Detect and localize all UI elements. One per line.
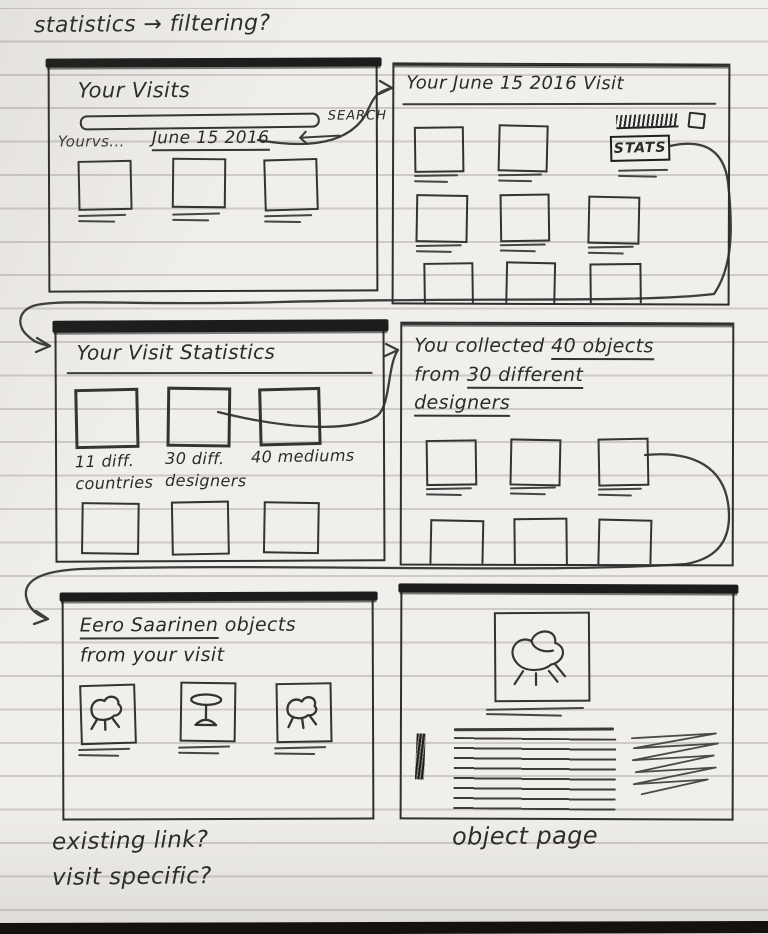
heading-text: from	[414, 363, 461, 386]
scribble-text-block	[630, 732, 719, 796]
thumbnail[interactable]	[597, 437, 650, 487]
object-thumbnail[interactable]	[275, 682, 333, 744]
thumbnail[interactable]	[170, 500, 230, 556]
panel-header-bar	[59, 591, 378, 602]
wireframe-panel-saarinen: Eero Saarinen objects from your visit	[59, 591, 378, 821]
caption-lines	[498, 174, 542, 184]
stat-image-box	[74, 387, 140, 450]
heading-underlined: 40 objects	[551, 334, 654, 361]
panel-header-bar	[398, 583, 739, 594]
stat-caption: 30 diff. designers	[165, 448, 247, 493]
stat-caption: 40 mediums	[251, 445, 355, 469]
search-button-label[interactable]: SEARCH	[327, 108, 388, 124]
stats-button[interactable]: STATS	[609, 134, 671, 162]
panel-header-bar	[45, 57, 382, 68]
thumbnail[interactable]	[499, 193, 551, 243]
checkbox-sketch[interactable]	[687, 111, 707, 130]
title-rule	[402, 102, 717, 106]
stat-image-box	[258, 386, 322, 447]
caption-lines	[416, 244, 462, 254]
thumbnail[interactable]	[509, 438, 562, 487]
heading-text: You collected	[414, 334, 545, 357]
tulip-table-icon	[190, 693, 223, 727]
sketch-note-visit-specific: visit specific?	[51, 863, 212, 891]
visit-date-link[interactable]: June 15 2016	[151, 127, 270, 152]
text-lines-sketch	[453, 737, 617, 811]
stat-caption: 11 diff. countries	[75, 450, 154, 496]
stat-value: 30 diff.	[165, 448, 225, 469]
wireframe-panel-collected: You collected 40 objects from 30 differe…	[399, 321, 735, 567]
caption-lines	[426, 488, 472, 498]
title-line2: from your visit	[79, 644, 225, 667]
caption-lines	[500, 244, 546, 254]
sketch-note-object-page: object page	[451, 821, 599, 851]
caption-lines	[78, 214, 126, 224]
panel-header-bar	[391, 62, 731, 67]
object-thumbnail[interactable]	[179, 681, 237, 743]
thumbnail[interactable]	[263, 157, 319, 212]
thumbnail[interactable]	[413, 126, 465, 173]
stat-label: designers	[164, 471, 247, 491]
caption-lines	[274, 747, 326, 757]
page-title: Your Visits	[77, 78, 191, 103]
title-rule	[66, 371, 373, 375]
wireframe-panel-object-page	[398, 583, 739, 821]
thumbnail[interactable]	[171, 157, 227, 209]
wireframe-panel-visit-statistics: Your Visit Statistics 11 diff. countries…	[52, 319, 389, 563]
panel-header-bar	[52, 319, 389, 333]
thumbnail[interactable]	[262, 501, 320, 555]
page-title: Your Visit Statistics	[76, 339, 276, 365]
heading-underlined: designers	[414, 391, 511, 417]
image-caption-line	[486, 708, 584, 718]
thumbnail[interactable]	[77, 159, 133, 211]
label-scribble-mark	[414, 733, 426, 780]
caption-lines	[414, 174, 458, 184]
thumbnail[interactable]	[587, 195, 641, 245]
caption-lines	[172, 213, 220, 223]
thumbnail[interactable]	[505, 261, 557, 306]
thumbnail[interactable]	[415, 194, 469, 244]
heading-underlined: 30 different	[466, 363, 584, 389]
thumbnail[interactable]	[497, 124, 549, 173]
stat-label: countries	[75, 473, 154, 494]
object-thumbnail[interactable]	[79, 683, 137, 746]
caption-lines	[78, 748, 130, 758]
page-title: Your June 15 2016 Visit	[406, 72, 624, 95]
caption-lines	[588, 246, 634, 256]
title-rest: objects	[224, 613, 297, 636]
sketch-note-title: statistics → filtering?	[33, 10, 271, 39]
object-title-line	[453, 727, 614, 732]
stat-value: 11 diff.	[74, 451, 135, 472]
thumbnail[interactable]	[597, 518, 653, 567]
object-image-frame	[493, 611, 591, 703]
stat-value: 40 mediums	[250, 445, 355, 467]
womb-chair-icon	[511, 630, 567, 687]
left-dash-annotation	[301, 134, 340, 139]
womb-chair-icon	[286, 696, 318, 730]
thumbnail[interactable]	[513, 517, 569, 567]
scribbled-out-button[interactable]	[616, 113, 679, 130]
thumbnail[interactable]	[423, 262, 474, 306]
womb-chair-icon	[90, 695, 123, 731]
sketch-note-existing-link: existing link?	[51, 826, 209, 856]
thumbnail[interactable]	[81, 502, 140, 555]
thumbnail[interactable]	[429, 519, 485, 567]
caption-lines	[264, 215, 312, 225]
visit-list-prefix: Yourvs...	[57, 132, 125, 151]
caption-lines	[598, 488, 642, 498]
caption-lines	[510, 487, 556, 497]
wireframe-panel-your-visits: Your Visits SEARCH Yourvs... June 15 201…	[45, 57, 387, 293]
thumbnail[interactable]	[589, 262, 642, 306]
designer-name: Eero Saarinen	[79, 613, 219, 640]
caption-lines	[178, 746, 230, 756]
collected-heading: You collected 40 objects from 30 differe…	[414, 332, 654, 418]
stat-image-box	[166, 386, 232, 448]
thumbnail[interactable]	[425, 439, 478, 487]
page-title: Eero Saarinen objects from your visit	[79, 610, 297, 672]
panel-header-bar	[399, 321, 735, 326]
photo-edge-strip	[0, 920, 768, 934]
wireframe-panel-june-visit: Your June 15 2016 Visit STATS	[391, 62, 731, 306]
caption-lines	[618, 169, 668, 179]
